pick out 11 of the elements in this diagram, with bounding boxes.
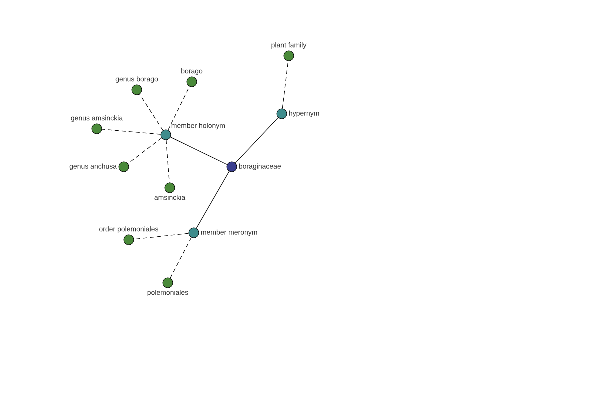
connector [170,137,228,166]
connector [102,129,162,135]
connector [134,233,190,240]
connector [128,138,162,164]
connector [168,86,190,131]
connector [166,140,170,184]
connector [196,171,230,229]
connector [282,60,289,110]
connector [170,237,192,279]
connector [235,118,279,164]
connector [140,94,164,131]
